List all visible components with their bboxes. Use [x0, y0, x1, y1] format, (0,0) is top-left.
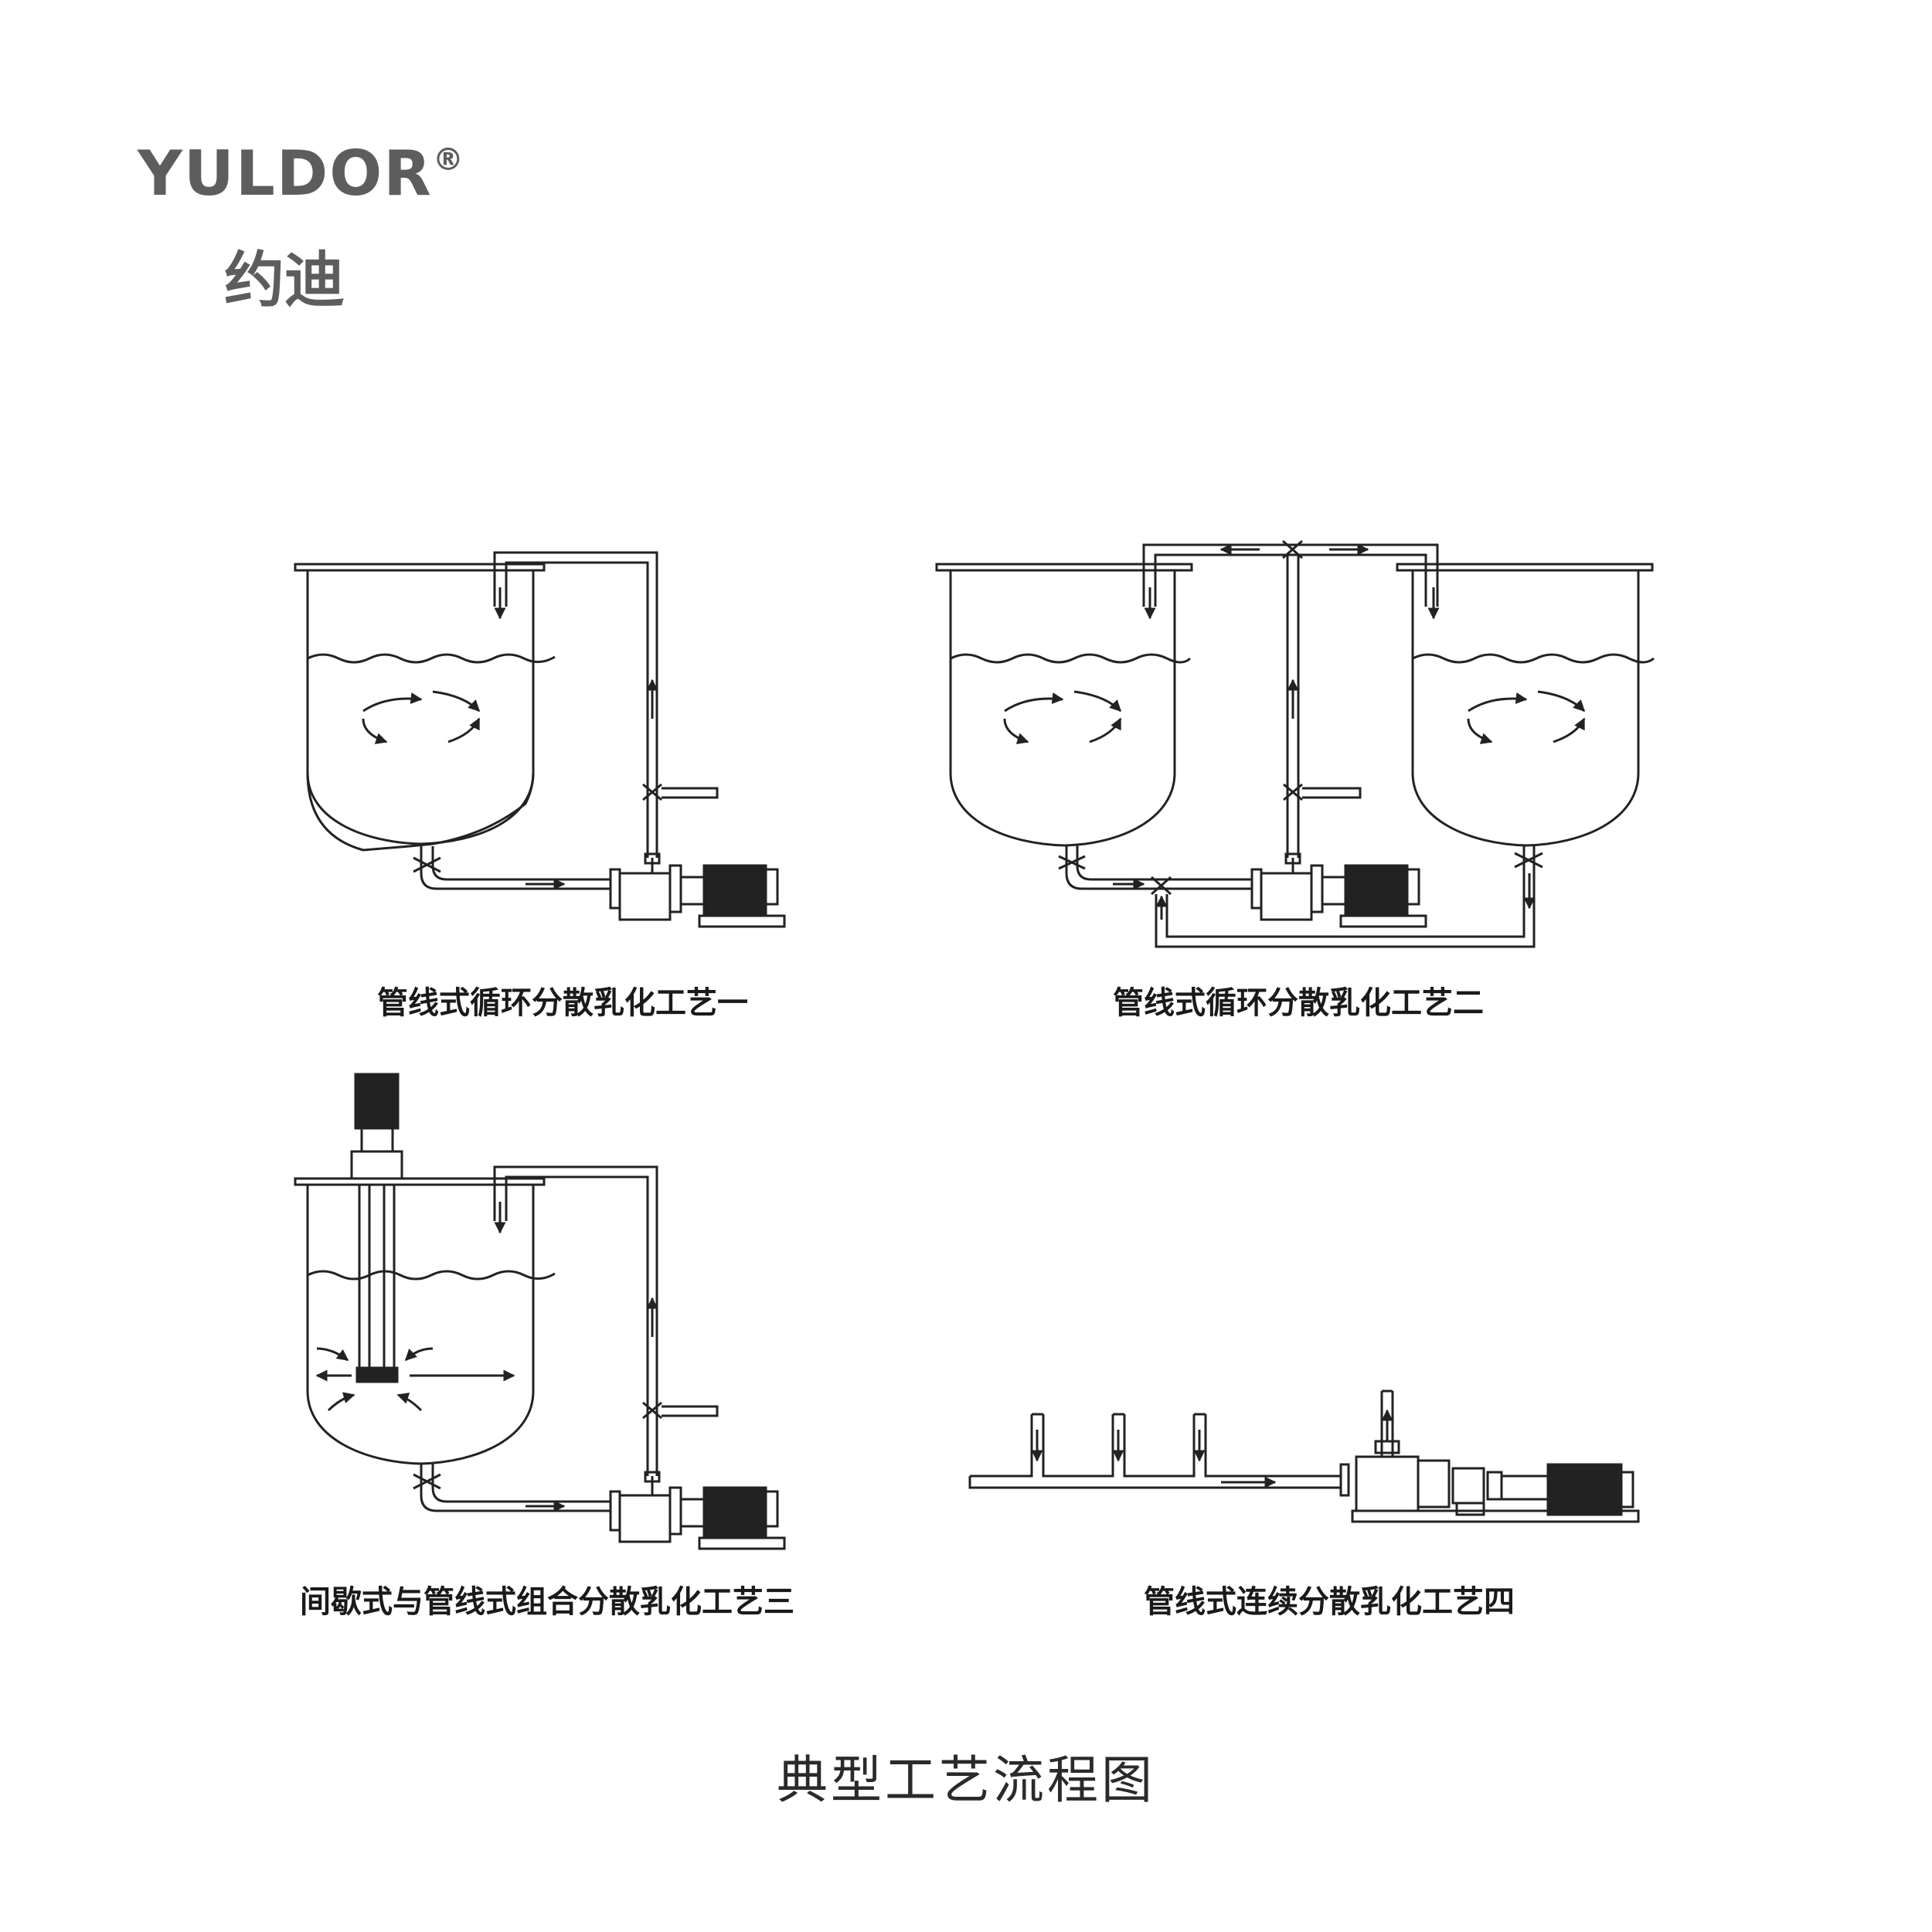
- tank-left: [949, 570, 1176, 847]
- brand-name: YULDOR: [138, 138, 433, 209]
- tank: [294, 563, 556, 852]
- feed-manifold: [968, 1414, 1341, 1489]
- bottom-outlet: [420, 846, 611, 890]
- valve: [642, 783, 662, 801]
- registered-mark: ®: [432, 142, 465, 178]
- process-4-diagram: [968, 1389, 1640, 1523]
- return-pipe: [493, 551, 658, 858]
- caption-process-4: 管线式连续分散乳化工艺四: [1144, 1583, 1515, 1620]
- caption-process-1: 管线式循环分散乳化工艺一: [377, 985, 748, 1021]
- caption-process-3: 间歇式与管线式组合分散乳化工艺三: [300, 1583, 794, 1620]
- vertical-mixer: [350, 1073, 403, 1383]
- top-manifold: [1142, 543, 1439, 607]
- brand-logo-cn: 约迪: [224, 246, 345, 315]
- multi-stage-pump: [1339, 1389, 1640, 1523]
- caption-process-2: 管线式循环分散乳化工艺二: [1113, 985, 1484, 1021]
- process-1-diagram: [294, 551, 786, 928]
- tank-right: [1411, 570, 1640, 847]
- pump-motor: [609, 1471, 786, 1550]
- brand-logo-en: YULDOR®: [138, 138, 465, 209]
- page-title: 典型工艺流程图: [777, 1750, 1155, 1810]
- process-3-diagram: [294, 1073, 786, 1550]
- process-2-diagram: [935, 539, 1655, 948]
- pump-motor: [609, 852, 786, 928]
- pump-motor: [1250, 852, 1427, 928]
